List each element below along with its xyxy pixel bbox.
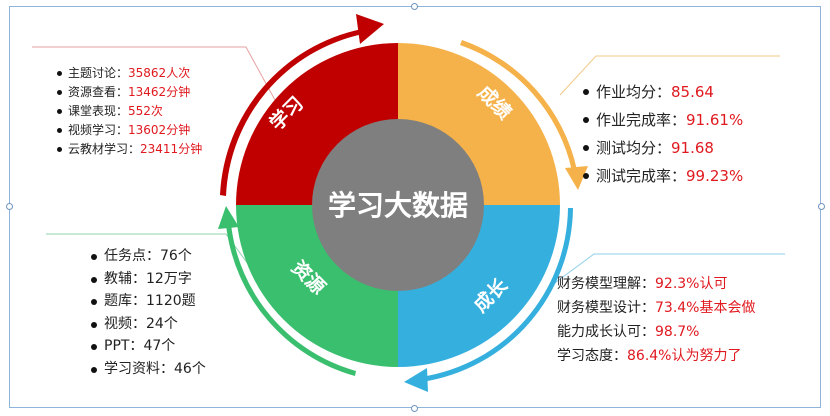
list-item: 教辅：12万字 bbox=[90, 268, 206, 291]
stat-label: 财务模型设计： bbox=[557, 300, 655, 316]
segment-score[interactable] bbox=[398, 43, 560, 205]
list-item: 题库：1120题 bbox=[90, 290, 206, 313]
resize-handle-bottom[interactable] bbox=[411, 405, 418, 412]
list-item: 学习资料：46个 bbox=[90, 358, 206, 381]
stat-value: 12万字 bbox=[146, 270, 192, 287]
resize-handle-right[interactable] bbox=[818, 203, 825, 210]
arrow-growth-head bbox=[404, 368, 428, 392]
arrow-resource-head bbox=[218, 206, 239, 229]
stat-label: 视频： bbox=[104, 315, 146, 332]
stat-value: 98.7% bbox=[655, 324, 700, 340]
list-item: 云教材学习：23411分钟 bbox=[56, 140, 202, 159]
leader-line-growth bbox=[547, 253, 785, 289]
list-item: 测试均分：91.68 bbox=[582, 134, 743, 162]
stat-label: 教辅： bbox=[104, 270, 146, 287]
stat-value: 552次 bbox=[128, 104, 163, 118]
stat-label: 测试均分： bbox=[596, 139, 672, 157]
stat-label: 作业完成率： bbox=[596, 111, 687, 129]
growth-stats-list: 财务模型理解：92.3%认可 财务模型设计：73.4%基本会做 能力成长认可：9… bbox=[557, 272, 755, 368]
list-item: 作业完成率：91.61% bbox=[582, 106, 743, 134]
resource-stats-list: 任务点：76个 教辅：12万字 题库：1120题 视频：24个 PPT：47个 … bbox=[90, 245, 206, 380]
stat-label: 资源查看： bbox=[68, 85, 129, 99]
list-item: 课堂表现：552次 bbox=[56, 102, 202, 121]
list-item: 财务模型设计：73.4%基本会做 bbox=[557, 296, 755, 320]
arrow-study-head bbox=[356, 14, 384, 44]
list-item: 视频学习：13602分钟 bbox=[56, 121, 202, 140]
stat-value: 47个 bbox=[143, 338, 176, 354]
stat-value: 85.64 bbox=[671, 83, 714, 101]
stat-label: PPT： bbox=[104, 338, 144, 354]
list-item: 财务模型理解：92.3%认可 bbox=[557, 272, 755, 296]
resize-handle-top[interactable] bbox=[411, 3, 418, 10]
stat-value: 46个 bbox=[174, 360, 206, 377]
stat-value: 1120题 bbox=[146, 293, 196, 309]
segment-study[interactable] bbox=[236, 43, 398, 205]
list-item: 任务点：76个 bbox=[90, 245, 206, 268]
stat-value: 86.4%认为努力了 bbox=[627, 348, 742, 364]
stat-value: 91.68 bbox=[671, 139, 714, 157]
stat-value: 92.3%认可 bbox=[655, 276, 728, 292]
center-title: 学习大数据 bbox=[328, 189, 468, 222]
stat-label: 题库： bbox=[104, 293, 146, 309]
stat-value: 73.4%基本会做 bbox=[655, 300, 756, 316]
stat-label: 课堂表现： bbox=[68, 104, 129, 118]
stat-value: 35862人次 bbox=[128, 66, 191, 80]
resize-handle-left[interactable] bbox=[6, 203, 13, 210]
stat-label: 任务点： bbox=[104, 248, 160, 264]
arrow-score-head bbox=[565, 166, 588, 190]
list-item: 作业均分：85.64 bbox=[582, 78, 743, 106]
list-item: 能力成长认可：98.7% bbox=[557, 320, 755, 344]
stat-label: 测试完成率： bbox=[596, 167, 687, 185]
list-item: 测试完成率：99.23% bbox=[582, 162, 743, 190]
stat-value: 13462分钟 bbox=[128, 85, 191, 99]
stat-label: 学习资料： bbox=[104, 360, 174, 377]
stat-label: 学习态度： bbox=[557, 348, 627, 364]
list-item: 主题讨论：35862人次 bbox=[56, 64, 202, 83]
list-item: 视频：24个 bbox=[90, 313, 206, 336]
stat-value: 24个 bbox=[146, 315, 178, 332]
stat-label: 主题讨论： bbox=[68, 66, 129, 80]
stat-value: 23411分钟 bbox=[140, 142, 203, 156]
list-item: 学习态度：86.4%认为努力了 bbox=[557, 344, 755, 368]
center-circle bbox=[312, 119, 484, 291]
stat-label: 云教材学习： bbox=[68, 142, 141, 156]
stat-value: 76个 bbox=[160, 248, 192, 264]
stat-value: 13602分钟 bbox=[128, 123, 191, 137]
segment-resource[interactable] bbox=[236, 205, 398, 367]
leader-line-score bbox=[559, 55, 780, 96]
leader-line-study bbox=[32, 46, 276, 101]
stat-label: 能力成长认可： bbox=[557, 324, 655, 340]
segment-growth[interactable] bbox=[398, 205, 560, 367]
list-item: PPT：47个 bbox=[90, 335, 206, 358]
arrow-study-arc bbox=[220, 29, 363, 196]
score-stats-list: 作业均分：85.64 作业完成率：91.61% 测试均分：91.68 测试完成率… bbox=[582, 78, 743, 190]
stat-value: 99.23% bbox=[686, 167, 744, 185]
study-stats-list: 主题讨论：35862人次 资源查看：13462分钟 课堂表现：552次 视频学习… bbox=[56, 64, 202, 159]
stat-value: 91.61% bbox=[686, 111, 744, 129]
stat-label: 视频学习： bbox=[68, 123, 129, 137]
stat-label: 作业均分： bbox=[596, 83, 672, 101]
list-item: 资源查看：13462分钟 bbox=[56, 83, 202, 102]
stat-label: 财务模型理解： bbox=[557, 276, 655, 292]
arrow-growth-arc bbox=[421, 208, 573, 382]
